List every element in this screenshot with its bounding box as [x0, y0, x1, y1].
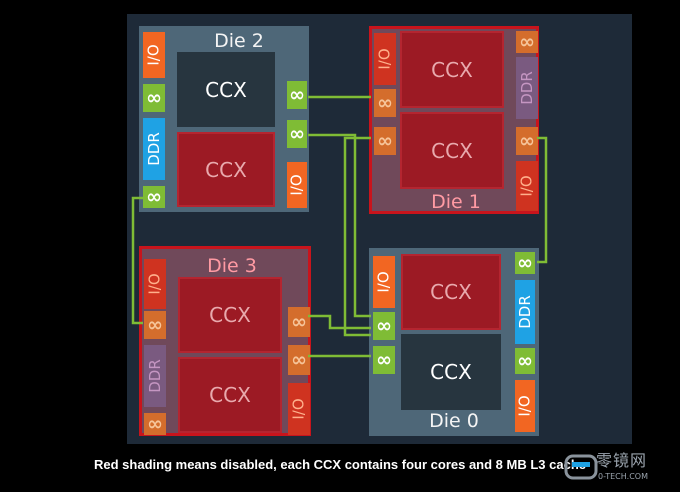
link-die2-die0-upper [308, 133, 371, 318]
caption: Red shading means disabled, each CCX con… [94, 457, 586, 472]
die-1-ccx-1: CCX [400, 112, 504, 189]
die-1-io-port-right: I/O [516, 161, 538, 211]
die-0-ccx-1: CCX [401, 334, 501, 410]
die-1-io-port: I/O [374, 33, 396, 85]
die-2-io-port: I/O [143, 32, 165, 78]
infinity-fabric-icon: ∞ [373, 346, 395, 374]
die-0-io-port-right: I/O [515, 380, 535, 432]
die-1-ddr-port: DDR [516, 57, 538, 119]
link-die2-die3-left [131, 196, 143, 325]
die-0: CCX CCX I/O ∞ ∞ ∞ DDR ∞ I/O Die 0 [369, 248, 539, 436]
infinity-fabric-icon: ∞ [515, 252, 535, 274]
die-2-io-port-right: I/O [287, 162, 307, 208]
infinity-fabric-icon: ∞ [373, 312, 395, 340]
die-2-ddr-port: DDR [143, 118, 165, 180]
die-2: Die 2 CCX CCX I/O ∞ DDR ∞ ∞ ∞ I/O [139, 26, 309, 212]
die-0-io-port: I/O [373, 256, 395, 308]
infinity-fabric-icon: ∞ [516, 127, 538, 155]
link-die3-die0-upper [308, 314, 371, 330]
infinity-fabric-icon: ∞ [143, 84, 165, 112]
infinity-fabric-icon: ∞ [144, 311, 166, 339]
die-3-label: Die 3 [207, 255, 257, 277]
die-3-ccx-1: CCX [178, 357, 282, 433]
die-0-ccx-0: CCX [401, 254, 501, 330]
die-2-ccx-1: CCX [177, 132, 275, 207]
die-0-label: Die 0 [429, 410, 479, 432]
infinity-fabric-icon: ∞ [374, 127, 396, 155]
infinity-fabric-icon: ∞ [288, 345, 310, 375]
link-die1-die0-right [537, 136, 548, 264]
die-2-ccx-0: CCX [177, 52, 275, 127]
infinity-fabric-icon: ∞ [143, 186, 165, 208]
watermark-title: 零镜网 [596, 451, 648, 470]
die-1-ccx-0: CCX [400, 31, 504, 108]
infinity-fabric-icon: ∞ [144, 413, 166, 435]
die-2-label: Die 2 [214, 30, 264, 52]
infinity-fabric-icon: ∞ [374, 89, 396, 117]
die-1: CCX CCX I/O ∞ ∞ ∞ DDR ∞ I/O Die 1 [369, 26, 539, 214]
infinity-fabric-icon: ∞ [287, 81, 307, 109]
die-0-ddr-port: DDR [515, 280, 535, 344]
infinity-fabric-icon: ∞ [288, 307, 310, 337]
die-3-ccx-0: CCX [178, 277, 282, 353]
die-1-label: Die 1 [431, 191, 481, 213]
die-3-io-port: I/O [144, 259, 166, 309]
infinity-fabric-icon: ∞ [516, 31, 538, 53]
die-3-ddr-port: DDR [144, 345, 166, 407]
watermark-logo [564, 454, 598, 480]
die-3: Die 3 CCX CCX I/O ∞ DDR ∞ ∞ ∞ I/O [139, 246, 311, 436]
watermark-url: 0-TECH.COM [598, 472, 648, 481]
link-die1-die0-inner [343, 136, 371, 337]
infinity-fabric-icon: ∞ [515, 348, 535, 374]
infinity-fabric-icon: ∞ [287, 120, 307, 148]
die-3-io-port-right: I/O [288, 383, 310, 435]
